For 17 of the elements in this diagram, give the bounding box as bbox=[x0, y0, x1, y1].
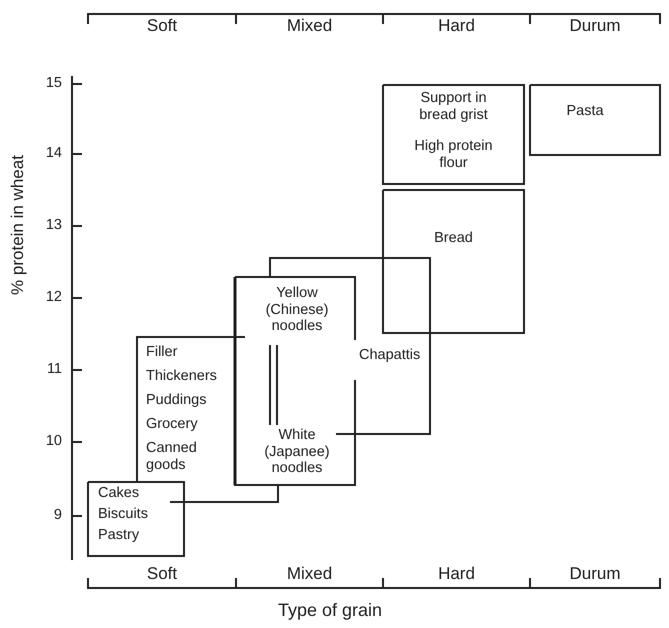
category-label: Soft bbox=[146, 564, 178, 584]
tick-label: 12 bbox=[44, 289, 62, 305]
category-label: Durum bbox=[568, 16, 622, 36]
axis-title: Type of grain bbox=[276, 600, 384, 621]
tick-label: 15 bbox=[44, 75, 62, 91]
category-label: Mixed bbox=[286, 16, 334, 36]
category-label: Hard bbox=[437, 16, 476, 36]
tick-label: 14 bbox=[44, 145, 62, 161]
tick-label: 10 bbox=[44, 433, 62, 449]
tick-label: 9 bbox=[52, 507, 62, 523]
axis-title: % protein in wheat bbox=[8, 154, 28, 297]
tick-label: 13 bbox=[44, 217, 62, 233]
category-label: Hard bbox=[437, 564, 476, 584]
category-label: Durum bbox=[568, 564, 622, 584]
category-label: Soft bbox=[146, 16, 178, 36]
category-label: Mixed bbox=[286, 564, 334, 584]
tick-label: 11 bbox=[46, 361, 62, 377]
